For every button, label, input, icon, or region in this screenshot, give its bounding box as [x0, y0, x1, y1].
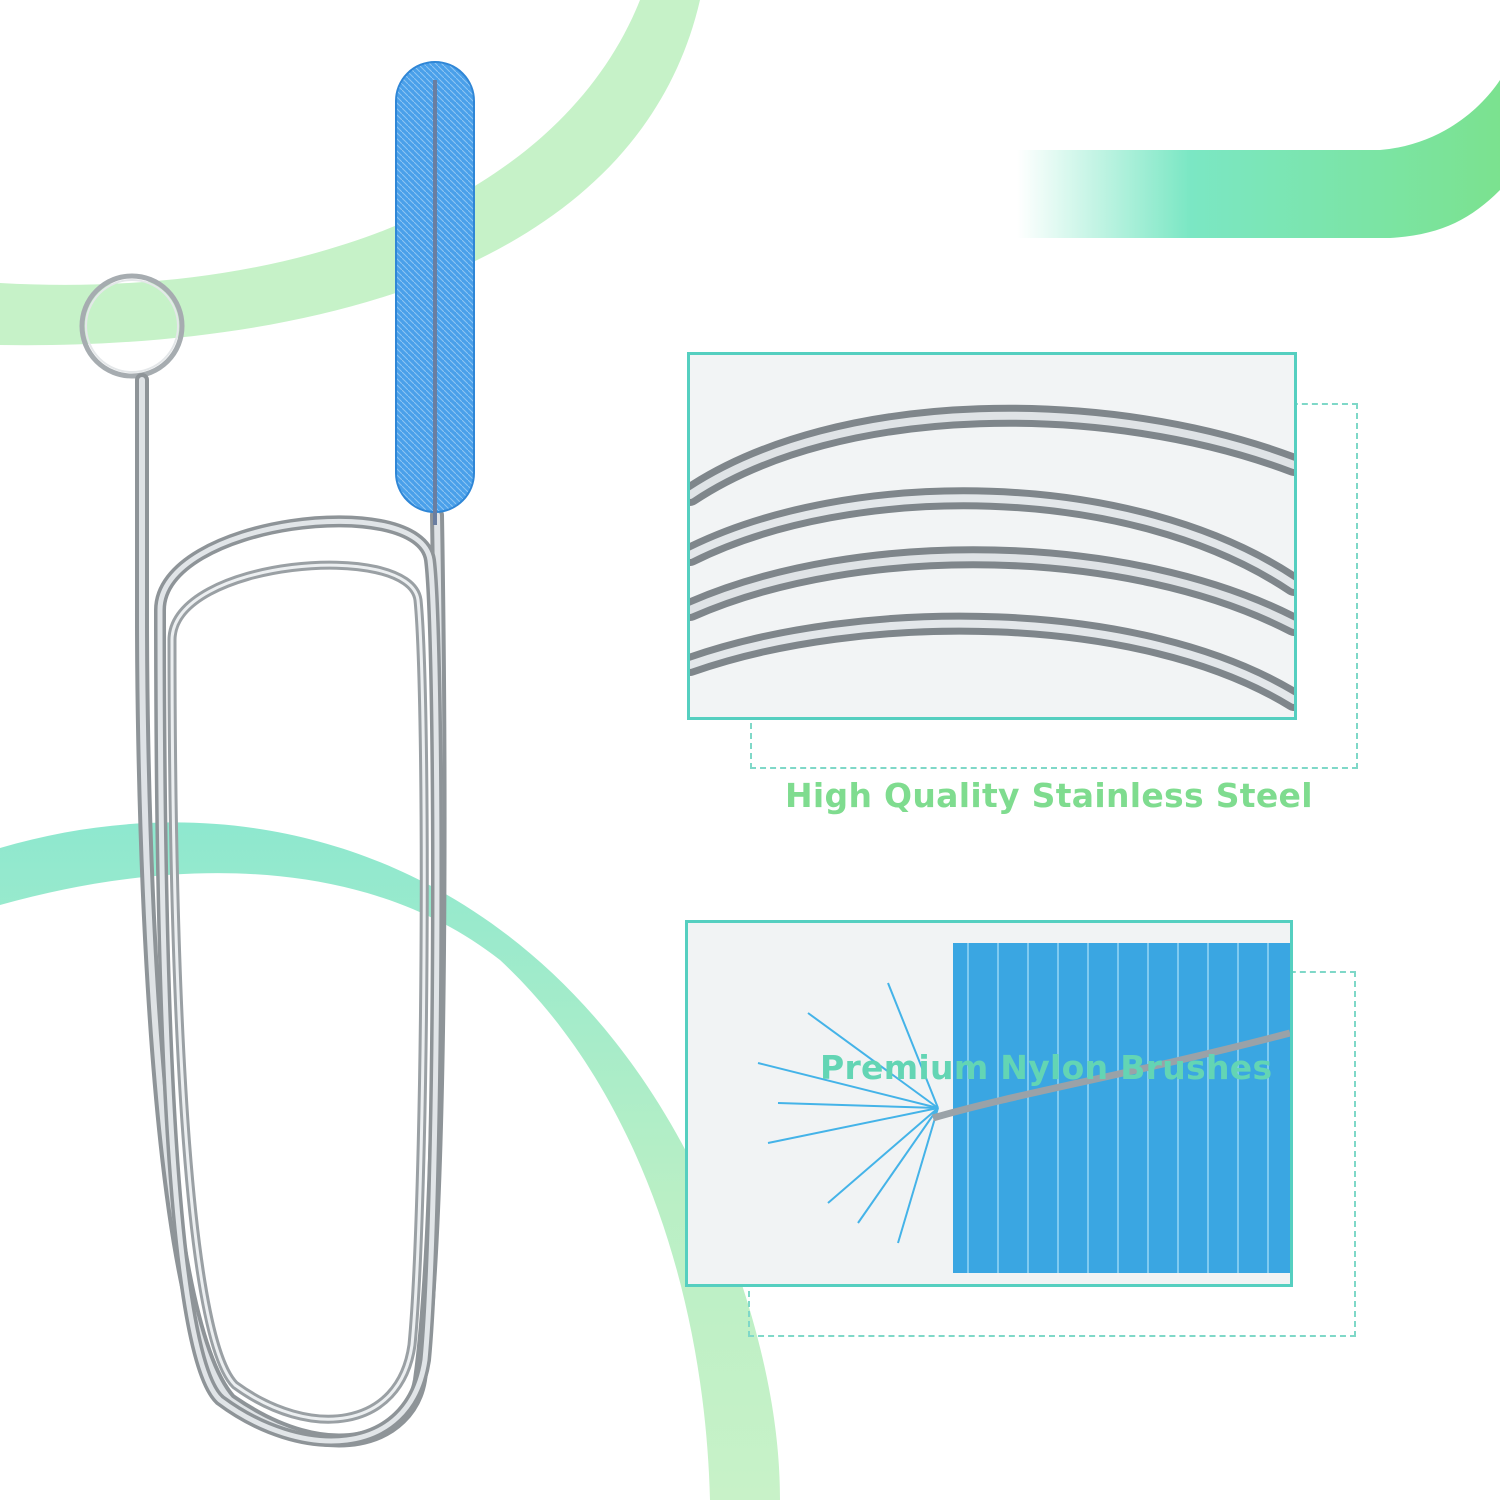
- top-right-band: [810, 80, 1500, 238]
- spring-coil: [134, 373, 447, 1448]
- top-left-band: [0, 0, 700, 346]
- steel-feature-caption: High Quality Stainless Steel: [785, 776, 1313, 815]
- nylon-brush-head: [395, 61, 475, 525]
- steel-closeup-panel: [687, 352, 1297, 720]
- nylon-closeup-panel: [685, 920, 1293, 1287]
- nylon-closeup-image: [688, 923, 1290, 1284]
- nylon-feature-caption: Premium Nylon Brushes: [820, 1048, 1273, 1087]
- steel-closeup-image: [690, 355, 1294, 717]
- hanging-ring: [79, 273, 185, 379]
